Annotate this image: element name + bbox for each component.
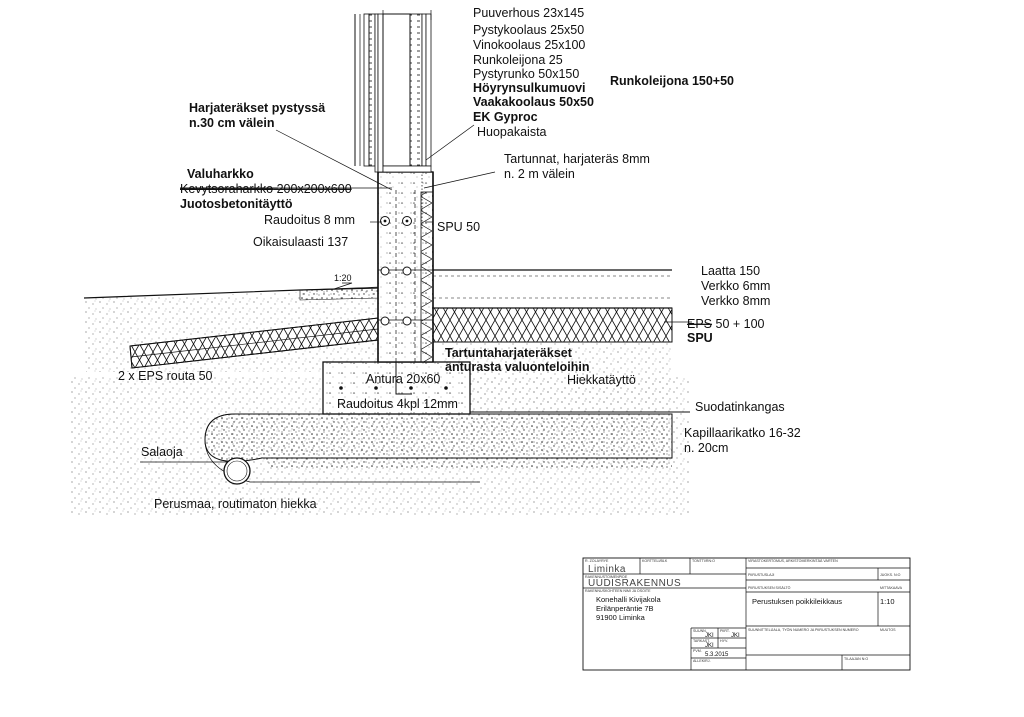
label-verkko6: Verkko 6mm xyxy=(701,279,770,293)
label-eps: EPS 50 + 100 xyxy=(687,317,765,331)
label-harjaterakset-1: Harjateräkset pystyssä xyxy=(189,101,325,115)
tb-h-piirustuslaji: PIIRUSTUSLAJI xyxy=(748,573,774,577)
label-tartuntaharja-2: anturasta valuonteloihin xyxy=(445,360,589,374)
label-vaakakoolaus: Vaakakoolaus 50x50 xyxy=(473,95,594,109)
tb-tarkast: JKI xyxy=(705,643,714,649)
drain-pipe xyxy=(223,457,251,485)
tb-h-tilaajan: TILAAJAN N:O xyxy=(844,657,868,661)
tb-toimenpide: UUDISRAKENNUS xyxy=(588,578,681,589)
label-runkoleijona150: Runkoleijona 150+50 xyxy=(610,74,734,88)
label-slope: 1:20 xyxy=(334,273,352,283)
tb-kohde-3: 91900 Liminka xyxy=(596,613,646,622)
ground-layers xyxy=(70,286,690,515)
label-valuharkko: Valuharkko xyxy=(187,167,254,181)
tb-h-allekirj: ALLEKIRJ. xyxy=(693,659,711,663)
tb-h-suunnittelija: SUUNNITTELIJALA, TYÖN NUMERO JA PIIRUSTU… xyxy=(748,628,859,632)
block-wall xyxy=(377,150,434,363)
tb-mittakaava: 1:10 xyxy=(880,597,895,606)
label-suodatinkangas: Suodatinkangas xyxy=(695,400,785,414)
tb-suunn: JKI xyxy=(705,633,714,639)
tb-piirt: JKI xyxy=(731,633,740,639)
label-kevytsoraharkko: Kevytsoraharkko 200x200x600 xyxy=(180,182,352,196)
label-spu50: SPU 50 xyxy=(437,220,480,234)
tb-kohde-1: Konehalli Kivijakola xyxy=(596,595,661,604)
label-runkoleijona25: Runkoleijona 25 xyxy=(473,53,563,67)
label-harjaterakset-2: n.30 cm välein xyxy=(189,116,274,130)
label-verkko8: Verkko 8mm xyxy=(701,294,770,308)
timber-wall xyxy=(354,10,432,173)
label-tartunnat-1: Tartunnat, harjateräs 8mm xyxy=(504,152,650,166)
footing xyxy=(322,361,471,415)
label-oikaisulaasti: Oikaisulaasti 137 xyxy=(253,235,348,249)
label-kapillaari-2: n. 20cm xyxy=(684,441,728,455)
tb-h-kohde: RAKENNUSKOHTEEN NIMI JA OSOITE xyxy=(585,589,651,593)
tb-h-tontti: TONTTI/RN:O xyxy=(692,559,715,563)
label-tartunnat-2: n. 2 m välein xyxy=(504,167,575,181)
label-hoyrynsulku: Höyrynsulkumuovi xyxy=(473,81,586,95)
tb-h-rakennus: VIRASTOKERTOMUS, ARKISTOMERKINTÄÄ VARTEN xyxy=(748,559,838,563)
tb-h-juokseva: JUOKS. N:O xyxy=(880,573,901,577)
label-kapillaari-1: Kapillaarikatko 16-32 xyxy=(684,426,801,440)
tb-h-mittakaava: MITTAKAAVA xyxy=(880,586,903,590)
leader-lines xyxy=(140,124,692,463)
tb-h-hyv: HYV. xyxy=(720,639,728,643)
tb-h-kunta: R. ZOLAYRYE xyxy=(585,559,609,563)
label-puuverhous: Puuverhous 23x145 xyxy=(473,6,584,20)
tb-h-pvm: PVM. xyxy=(693,649,702,653)
label-pystykoolaus: Pystykoolaus 25x50 xyxy=(473,23,584,37)
label-salaoja: Salaoja xyxy=(141,445,183,459)
label-laatta: Laatta 150 xyxy=(701,264,760,278)
tb-h-kortteli: KORTTELI/BLK xyxy=(642,559,668,563)
tb-h-piirt: PIIRT. xyxy=(720,629,730,633)
label-pystyrunko: Pystyrunko 50x150 xyxy=(473,67,579,81)
tb-h-sisalto: PIIRUSTUKSEN SISÄLTÖ xyxy=(748,586,791,590)
tb-kohde-2: Erilänperäntie 7B xyxy=(596,604,654,613)
label-spu: SPU xyxy=(687,331,713,345)
tb-h-toimenpide: RAKENNUSTOIMENPIDE xyxy=(585,575,628,579)
tb-h-suunn: SUUNN. xyxy=(693,629,707,633)
tb-h-tarkast: TARKAST. xyxy=(693,639,710,643)
label-eps-routa: 2 x EPS routa 50 xyxy=(118,369,213,383)
label-tartuntaharja-1: Tartuntaharjateräkset xyxy=(445,346,573,360)
label-juotosbetoni: Juotosbetonitäyttö xyxy=(180,197,293,211)
floor-slab xyxy=(432,269,673,343)
label-hiekkataytto: Hiekkatäyttö xyxy=(567,373,636,387)
tb-pvm: 5.3.2015 xyxy=(705,652,729,658)
label-raudoitus4: Raudoitus 4kpl 12mm xyxy=(337,397,458,411)
label-antura: Antura 20x60 xyxy=(366,372,440,386)
label-ek-gyproc: EK Gyproc xyxy=(473,110,538,124)
tb-h-muutos: MUUTOS xyxy=(880,628,896,632)
label-huopakaista: Huopakaista xyxy=(477,125,547,139)
label-perusmaa: Perusmaa, routimaton hiekka xyxy=(154,497,317,511)
label-raudoitus8: Raudoitus 8 mm xyxy=(264,213,355,227)
tb-sisalto: Perustuksen poikkileikkaus xyxy=(752,597,842,606)
tb-kunta: Liminka xyxy=(588,564,626,575)
label-vinokoolaus: Vinokoolaus 25x100 xyxy=(473,38,585,52)
title-block: R. ZOLAYRYE KORTTELI/BLK TONTTI/RN:O VIR… xyxy=(582,557,911,671)
labels: Puuverhous 23x145 Pystykoolaus 25x50 Vin… xyxy=(118,6,801,511)
